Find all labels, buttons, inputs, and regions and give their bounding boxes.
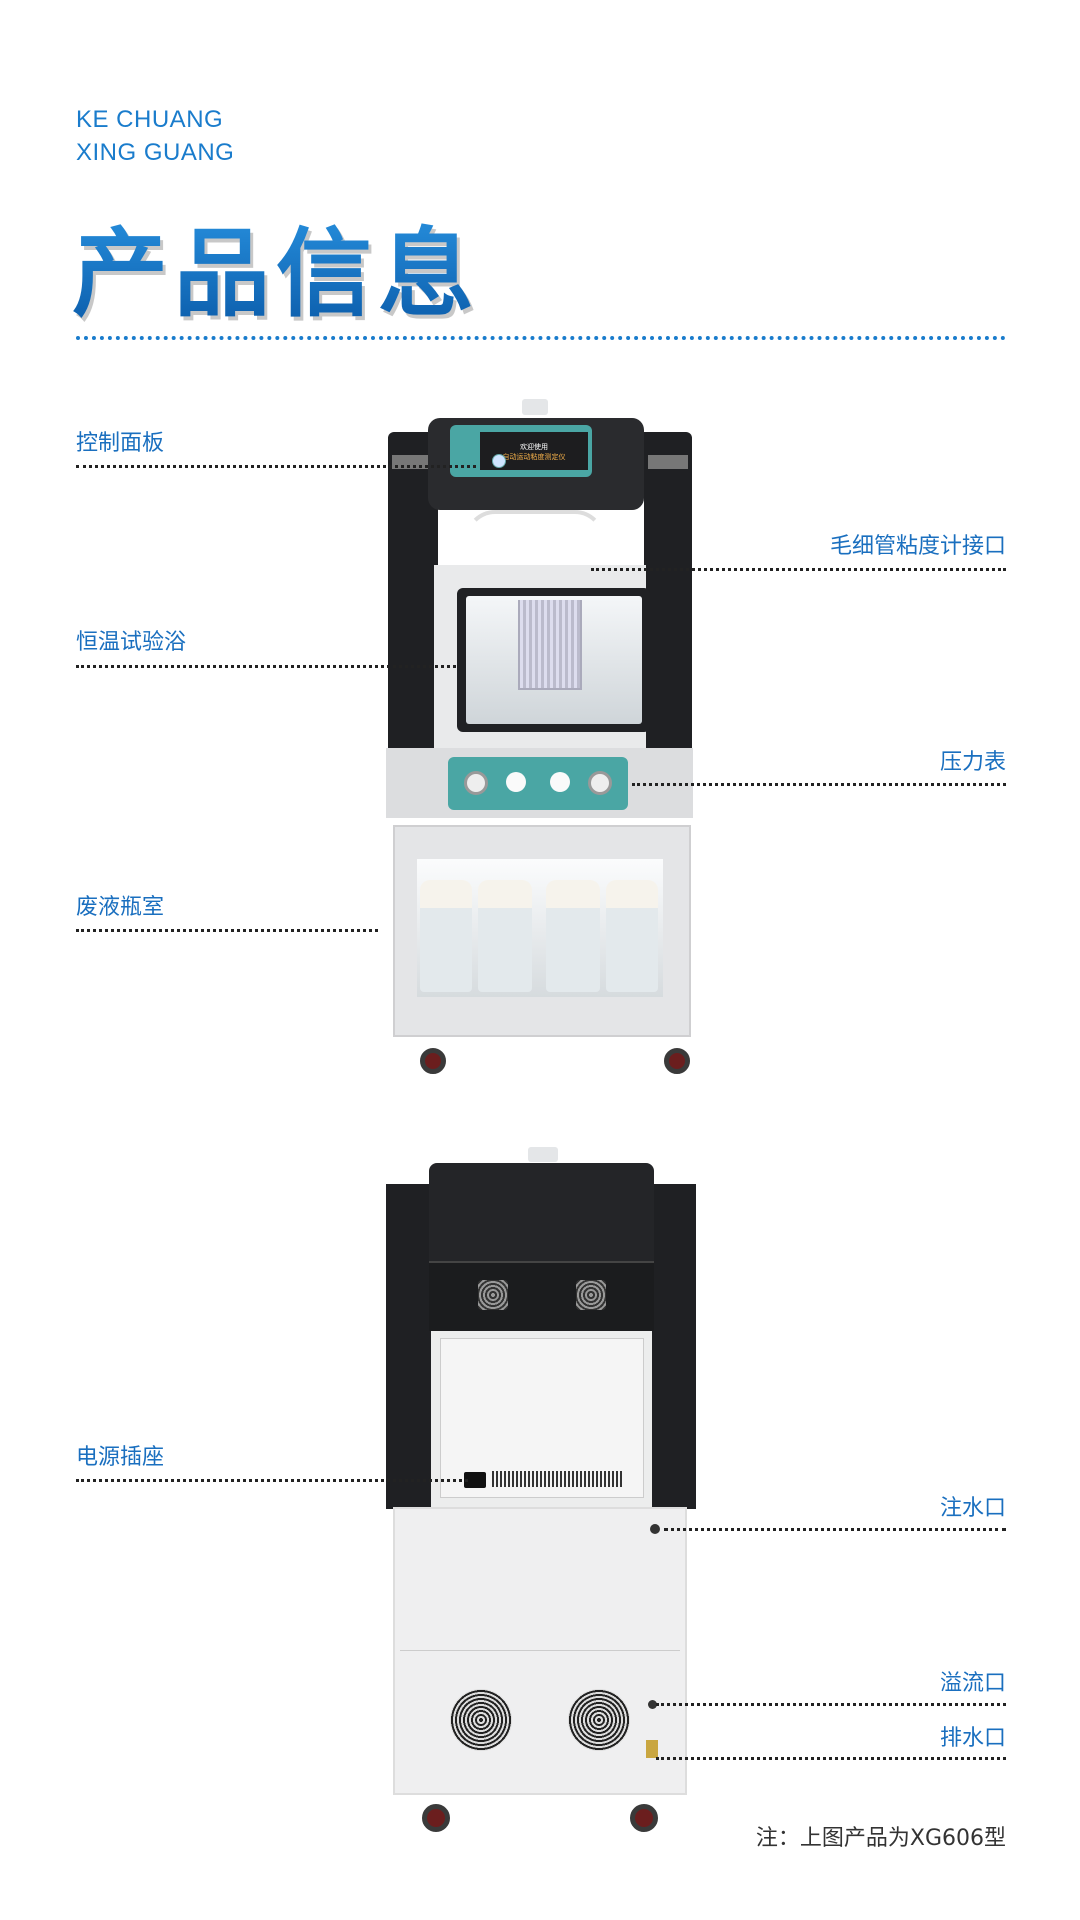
right-wing [644, 432, 692, 748]
vent-grille [492, 1471, 622, 1487]
bath-fan-icon [568, 1689, 630, 1751]
leader-water-inlet [664, 1528, 1006, 1531]
caster-wheel [630, 1804, 658, 1832]
pressure-gauge-left [464, 771, 488, 795]
screen-product-name: 自动运动粘度测定仪 [502, 453, 566, 461]
caster-wheel [420, 1048, 446, 1074]
left-wing [386, 1184, 431, 1509]
cooling-fan-icon [478, 1280, 508, 1310]
leader-power-socket [76, 1479, 468, 1482]
wing-trim [648, 455, 688, 469]
label-drain-port: 排水口 [939, 1726, 1006, 1751]
rear-fan-section [429, 1261, 654, 1331]
leader-drain-port [656, 1757, 1006, 1760]
leader-pressure-gauge [632, 783, 1006, 786]
waste-bottle [420, 880, 472, 992]
footnote: 注：上图产品为XG606型 [755, 1826, 1006, 1851]
brand-line-2: XING GUANG [76, 139, 235, 166]
waste-bottle [478, 880, 532, 992]
label-power-socket: 电源插座 [76, 1445, 165, 1470]
screen-logo-icon [492, 454, 506, 468]
rear-head [429, 1163, 654, 1261]
drain-valve[interactable] [646, 1740, 658, 1758]
panel-seam [400, 1650, 680, 1651]
caster-wheel [422, 1804, 450, 1832]
label-capillary-port: 毛细管粘度计接口 [829, 534, 1006, 559]
top-cap [528, 1147, 558, 1162]
capillary-tubes [465, 510, 605, 565]
valve-knob-right[interactable] [550, 772, 570, 792]
label-pressure-gauge: 压力表 [939, 750, 1006, 775]
rear-lower-body [393, 1507, 687, 1795]
caster-wheel [664, 1048, 690, 1074]
leader-capillary-port [591, 568, 1006, 571]
waste-bottle [546, 880, 600, 992]
label-overflow-port: 溢流口 [939, 1671, 1006, 1696]
brand-line-1: KE CHUANG [76, 106, 224, 133]
overflow-port[interactable] [648, 1700, 657, 1709]
capillary-rack [518, 600, 582, 690]
bath-fan-icon [450, 1689, 512, 1751]
cooling-fan-icon [576, 1280, 606, 1310]
leader-control-panel [76, 465, 476, 468]
valve-knob-left[interactable] [506, 772, 526, 792]
pressure-gauge-right [588, 771, 612, 795]
top-cap [522, 399, 548, 415]
leader-thermostatic-bath [76, 665, 456, 668]
label-thermostatic-bath: 恒温试验浴 [76, 630, 187, 655]
page-title: 产品信息 [72, 196, 480, 335]
label-waste-bottle-chamber: 废液瓶室 [76, 895, 165, 920]
power-socket[interactable] [464, 1472, 486, 1488]
label-water-inlet: 注水口 [939, 1496, 1006, 1521]
leader-overflow-port [656, 1703, 1006, 1706]
header-divider [76, 336, 1006, 340]
leader-waste-bottle-chamber [76, 929, 378, 932]
screen-welcome: 欢迎使用 [520, 443, 548, 451]
right-wing [652, 1184, 696, 1509]
label-control-panel: 控制面板 [76, 431, 165, 456]
water-inlet-port[interactable] [650, 1524, 660, 1534]
waste-bottle [606, 880, 658, 992]
